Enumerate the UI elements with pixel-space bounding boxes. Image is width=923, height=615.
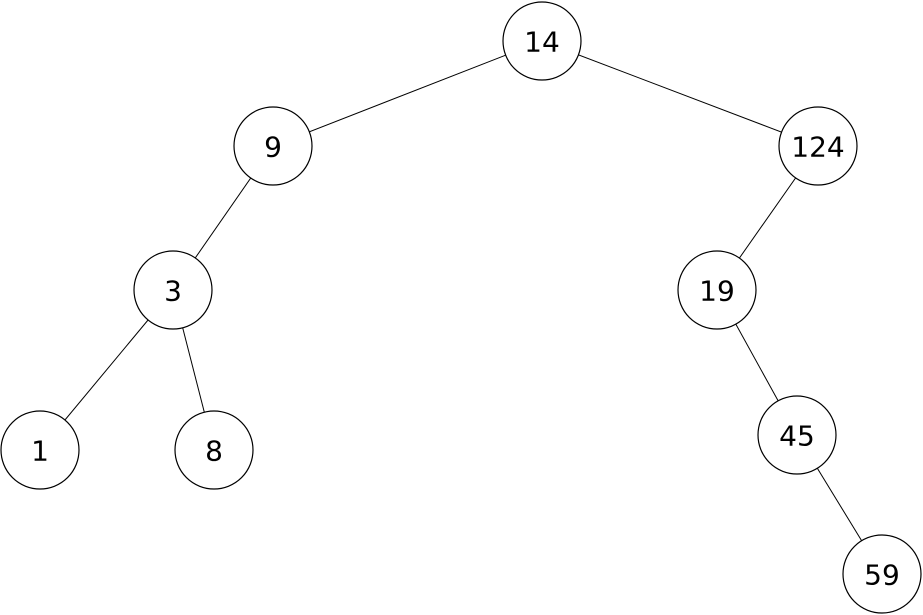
node-label: 45: [779, 420, 815, 453]
node-circle: [757, 395, 837, 475]
node-circle: [502, 1, 582, 81]
tree-node: 59: [842, 534, 922, 614]
node-circle: [778, 106, 858, 186]
tree-node: 45: [757, 395, 837, 475]
node-circle: [174, 410, 254, 490]
node-label: 1: [31, 435, 49, 468]
tree-edge: [541, 40, 819, 147]
node-label: 8: [205, 435, 223, 468]
node-circle: [842, 534, 922, 614]
node-label: 59: [864, 559, 900, 592]
tree-node: 19: [677, 250, 757, 330]
node-label: 9: [264, 131, 282, 164]
tree-node: 14: [502, 1, 582, 81]
node-circle: [677, 250, 757, 330]
node-label: 19: [699, 275, 735, 308]
tree-edge: [272, 40, 543, 147]
tree-node: 9: [233, 106, 313, 186]
tree-node: 8: [174, 410, 254, 490]
tree-node: 124: [778, 106, 858, 186]
node-label: 14: [524, 26, 560, 59]
node-circle: [133, 250, 213, 330]
node-label: 124: [791, 131, 844, 164]
node-circle: [0, 410, 80, 490]
node-circle: [233, 106, 313, 186]
tree-node: 1: [0, 410, 80, 490]
node-label: 3: [164, 275, 182, 308]
tree-node: 3: [133, 250, 213, 330]
